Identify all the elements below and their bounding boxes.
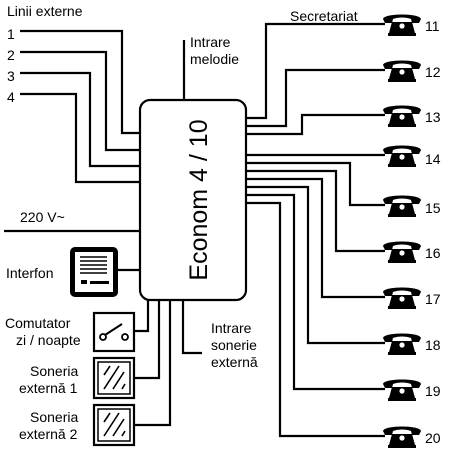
external-line-3-wire — [20, 71, 140, 168]
telephone-icon — [383, 145, 421, 167]
external-line-4-label: 4 — [7, 89, 15, 105]
bell-input-wire — [181, 300, 202, 355]
extension-19-wire — [246, 193, 385, 391]
extension-number: 18 — [425, 337, 441, 353]
telephone-icon — [383, 426, 421, 448]
external-line-2-wire — [20, 50, 140, 152]
extension-number: 20 — [425, 430, 441, 446]
external-bell-1-wire — [134, 300, 161, 380]
external-line-2-label: 2 — [7, 47, 15, 63]
telephone-icon — [383, 105, 421, 127]
secretary-label: Secretariat — [290, 8, 358, 24]
extension-number: 16 — [425, 245, 441, 261]
telephone-icon — [383, 333, 421, 355]
day-night-switch-wire — [134, 300, 150, 333]
extension-number: 19 — [425, 383, 441, 399]
extension-number: 13 — [425, 109, 441, 125]
power-supply-label: 220 V~ — [20, 209, 65, 225]
extension-number: 17 — [425, 291, 441, 307]
exchange-unit-box — [138, 98, 248, 302]
extension-number: 15 — [425, 200, 441, 216]
telephone-icon — [383, 287, 421, 309]
extension-16-wire — [246, 169, 385, 253]
telephone-icon — [383, 14, 421, 36]
external-bell-1-icon — [92, 356, 136, 400]
extension-number: 14 — [425, 151, 441, 167]
external-bell-2-icon — [92, 403, 136, 447]
telephone-icon — [383, 241, 421, 263]
extension-20-wire — [246, 201, 385, 438]
extension-13-wire — [246, 113, 385, 136]
external-line-3-label: 3 — [7, 68, 15, 84]
external-bell-2-wire — [134, 300, 172, 427]
telephone-icon — [383, 60, 421, 82]
telephone-icon — [383, 379, 421, 401]
telephone-icon — [383, 195, 421, 217]
external-lines-heading: Linii externe — [7, 3, 83, 19]
intercom-label: Interfon — [6, 265, 53, 281]
extension-12-wire — [246, 68, 385, 128]
external-line-4-wire — [20, 92, 140, 184]
external-line-1-label: 1 — [7, 26, 15, 42]
external-line-1-wire — [20, 29, 140, 135]
extension-number: 12 — [425, 64, 441, 80]
intercom-icon — [70, 247, 118, 297]
extension-17-wire — [246, 177, 385, 299]
exchange-unit-label: Econom 4 / 10 — [185, 119, 213, 280]
day-night-switch-icon — [92, 311, 136, 353]
extension-number: 11 — [425, 18, 440, 34]
extension-18-wire — [246, 185, 385, 345]
extension-11-wire — [246, 22, 385, 120]
extension-15-wire — [246, 161, 385, 207]
